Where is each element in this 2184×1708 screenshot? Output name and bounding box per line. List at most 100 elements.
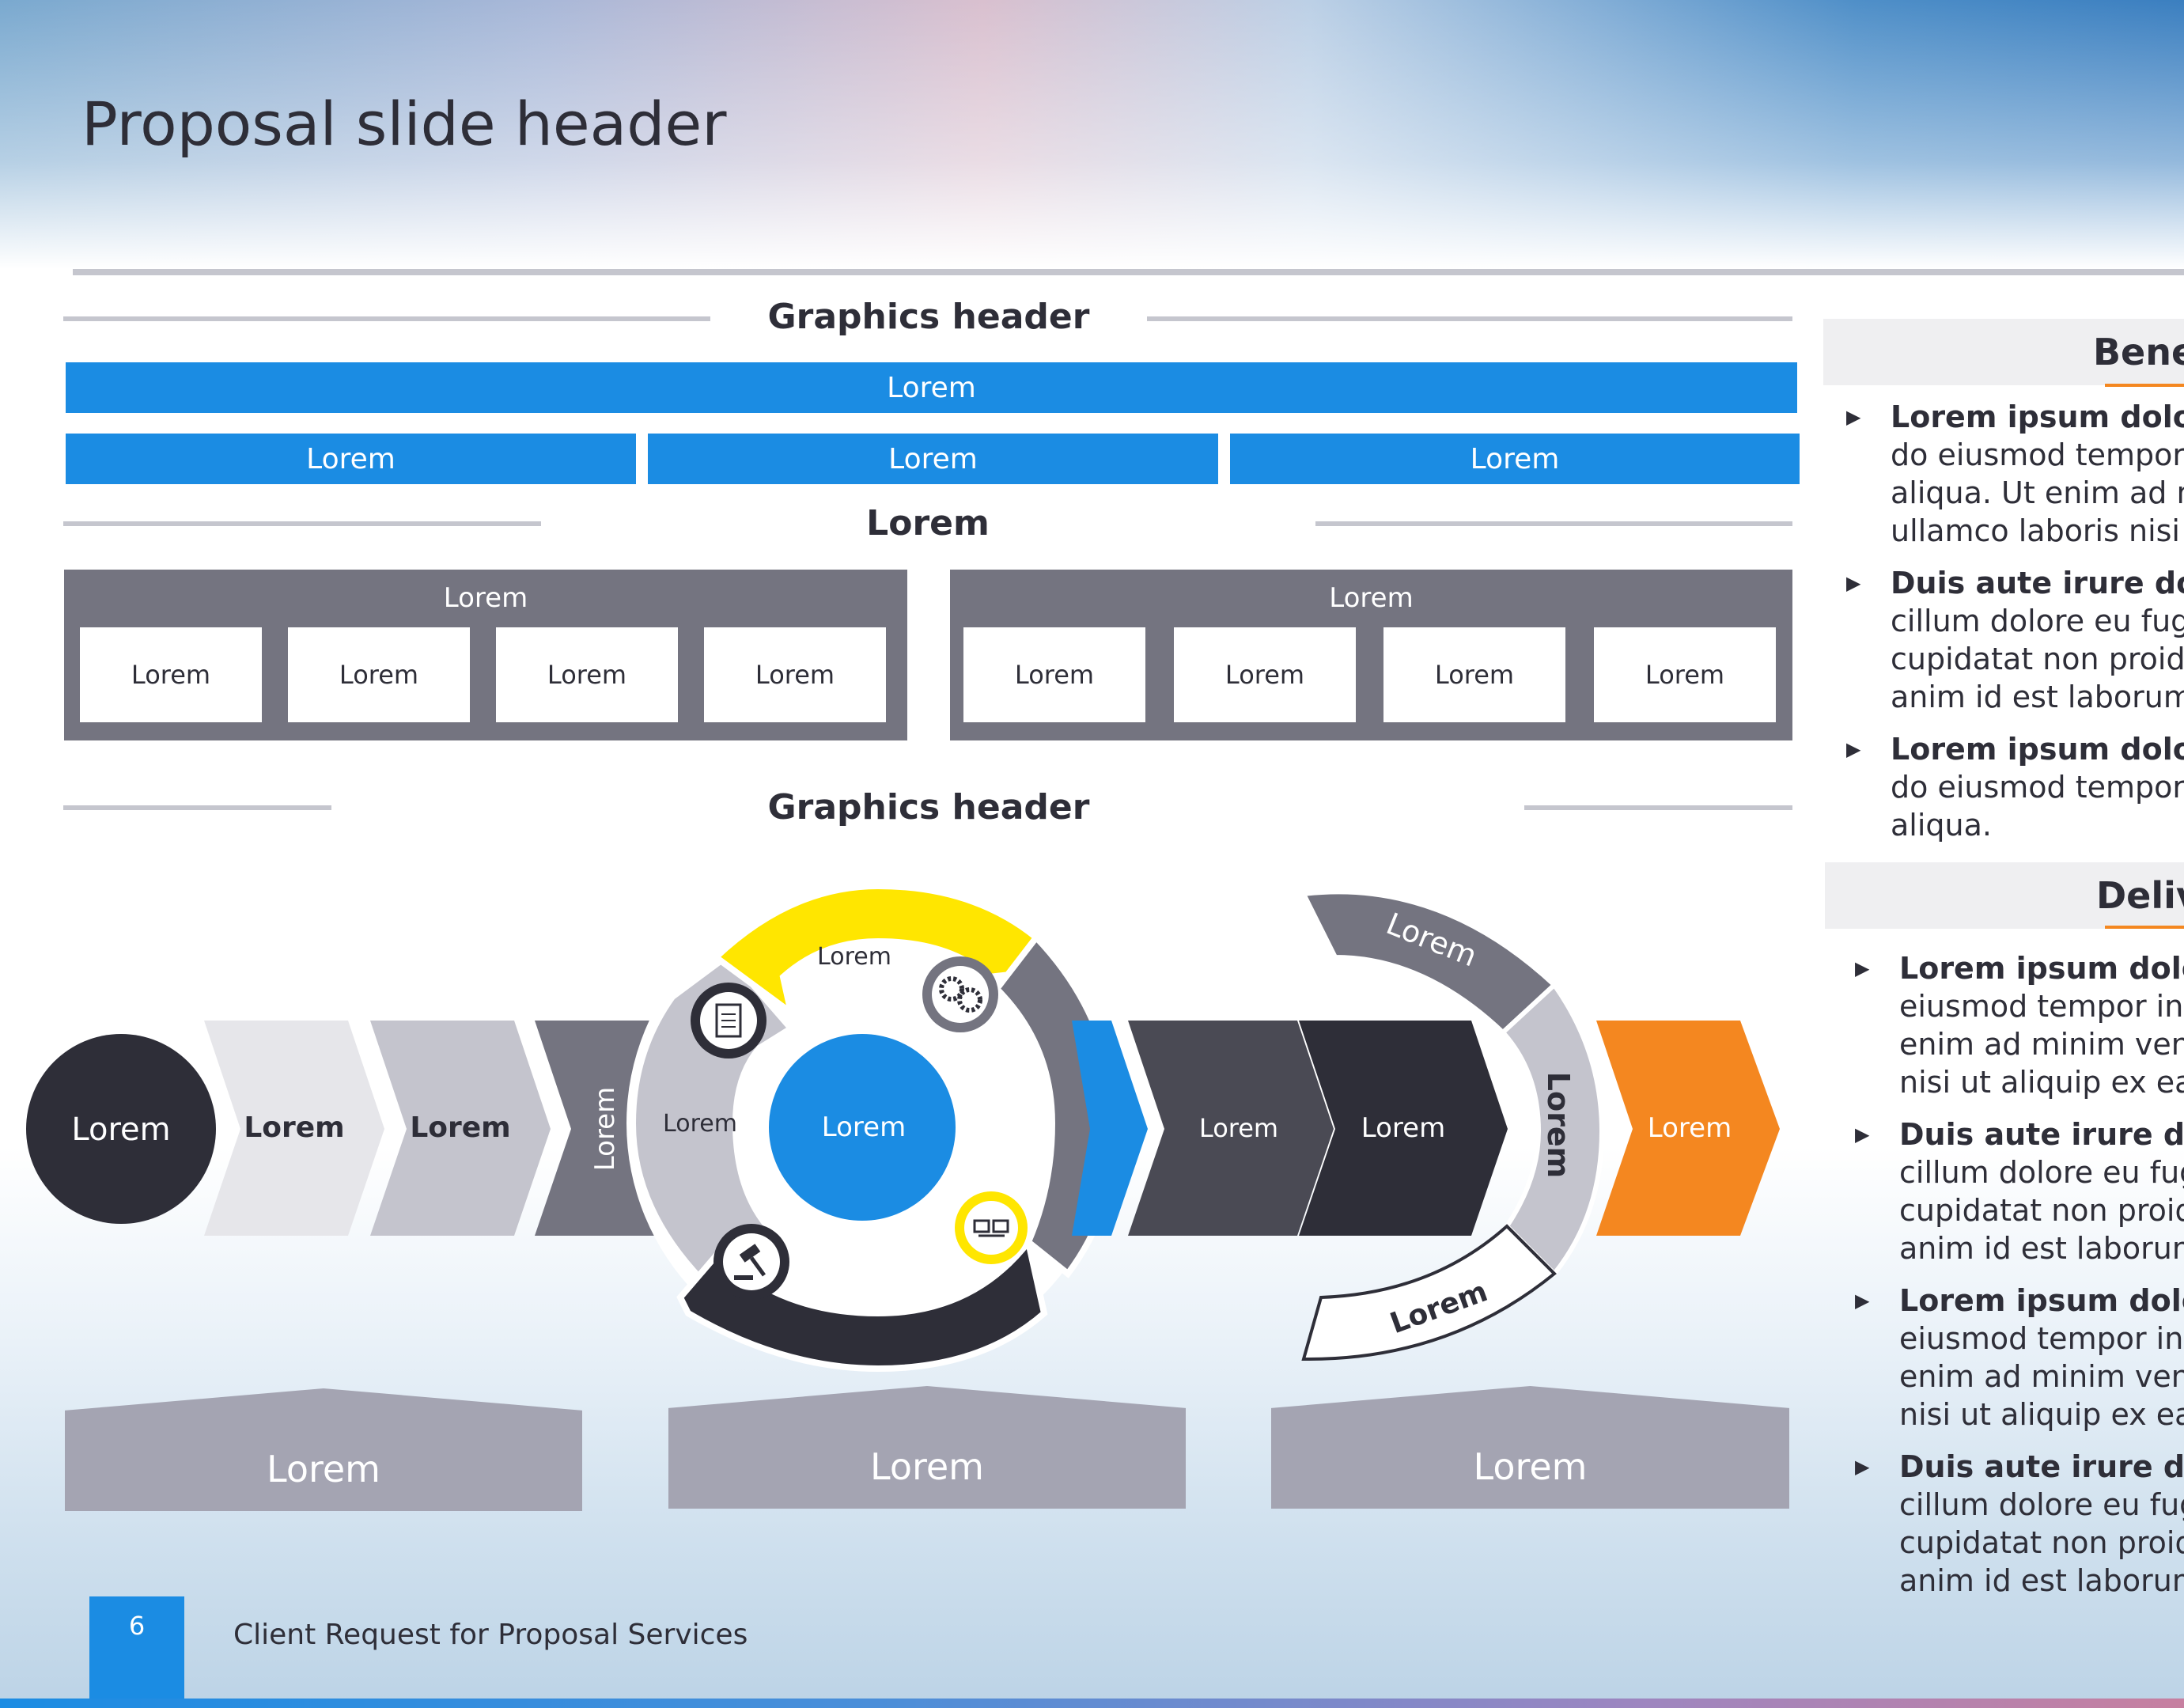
benefit-item-3: ▶ Lorem ipsum dolor s do eiusmod tempor … [1846,730,2184,844]
graphics-header-2: Graphics header [767,787,1090,827]
bullet-arrow-icon: ▶ [1846,738,1861,760]
bullet-line: cillum dolore eu fug [1899,1155,2184,1190]
subheader-rule-right [1315,521,1792,526]
bullet-title: Duis aute irure dolo [1899,1117,2184,1152]
chevron-4-label: Lorem [1199,1113,1278,1143]
bullet-line: do eiusmod tempor i [1891,770,2184,805]
header2-rule-right [1524,805,1792,810]
group2-cell-1: Lorem [963,627,1145,722]
cycle-left-label: Lorem [663,1110,737,1138]
bullet-title: Duis aute irure dolor [1891,566,2184,600]
bullet-line: eiusmod tempor inc [1899,989,2184,1024]
sidebar-underline-deliverables [2105,926,2184,929]
bullet-title: Lorem ipsum dolor s [1891,400,2184,434]
bullet-arrow-icon: ▶ [1846,572,1861,594]
pillar-3: Lorem [1271,1386,1789,1509]
deliverable-item-1: ▶ Lorem ipsum dolor eiusmod tempor inc e… [1855,949,2184,1101]
header-rule-left [63,316,710,321]
chevron-3 [535,1021,657,1236]
sidebar-header-benefits [1823,319,2184,385]
arc-segment-bottom [1301,1224,1557,1361]
group1-cell-2: Lorem [288,627,470,722]
document-icon [691,983,766,1059]
bullet-line: cupidatat non proide [1899,1525,2184,1560]
deliverable-item-2: ▶ Duis aute irure dolo cillum dolore eu … [1855,1115,2184,1267]
chevron-1 [204,1021,384,1236]
bullet-line: cillum dolore eu fug [1899,1487,2184,1522]
header-background [0,0,2184,269]
group-label-2: Lorem [1329,582,1414,614]
sidebar-title-benefits: Benef [2093,331,2184,373]
deliverables-list: ▶ Lorem ipsum dolor eiusmod tempor inc e… [1855,949,2184,1600]
benefit-item-2: ▶ Duis aute irure dolor cillum dolore eu… [1846,564,2184,716]
bullet-line: enim ad minim venia [1899,1027,2184,1062]
bullet-line: anim id est laborum [1899,1231,2184,1266]
group2-cell-3: Lorem [1383,627,1565,722]
bullet-line: cupidatat non proide [1899,1193,2184,1228]
bullet-arrow-icon: ▶ [1855,1290,1870,1312]
sidebar-underline-benefits [2105,384,2184,387]
bullet-line: cupidatat non proide [1891,642,2184,676]
chevron-1-label: Lorem [244,1112,344,1144]
end-chevron-label: Lorem [1648,1112,1732,1144]
bullet-line: anim id est laborum. [1891,680,2184,714]
chevron-5-label: Lorem [1361,1112,1445,1144]
bullet-line: anim id est laborum [1899,1563,2184,1598]
slide-title: Proposal slide header [81,89,727,159]
sidebar-title-deliverables: Deliv [2096,874,2184,917]
bullet-line: do eiusmod tempor i [1891,437,2184,472]
gavel-icon [713,1224,789,1300]
chevron-2 [370,1021,551,1236]
bullet-arrow-icon: ▶ [1855,1456,1870,1478]
bar-1: Lorem [66,434,636,484]
chevron-3-label: Lorem [589,1087,621,1171]
start-circle-label: Lorem [71,1112,170,1148]
bullet-line: nisi ut aliquip ex ea [1899,1065,2184,1100]
graphics-header-1: Graphics header [767,297,1090,337]
chevron-5 [1299,1021,1508,1236]
bullet-line: ullamco laboris nisi u [1891,513,2184,548]
header-rule-right [1147,316,1792,321]
footer-text: Client Request for Proposal Services [233,1619,748,1651]
footer-accent-line [0,1699,2184,1708]
bullet-title: Lorem ipsum dolor s [1891,732,2184,767]
cycle-center [763,1028,962,1227]
page-number: 6 [89,1596,184,1708]
bullet-title: Lorem ipsum dolor [1899,1283,2184,1318]
bullet-line: cillum dolore eu fugia [1891,604,2184,638]
group-label-1: Lorem [443,582,528,614]
bullet-title: Duis aute irure dolo [1899,1449,2184,1484]
bullet-line: aliqua. [1891,808,1992,843]
bullet-line: enim ad minim venia [1899,1359,2184,1394]
chevron-2-label: Lorem [410,1112,510,1144]
sidebar-header-deliverables [1825,862,2184,929]
gears-icon [922,956,998,1032]
deliverable-item-4: ▶ Duis aute irure dolo cillum dolore eu … [1855,1448,2184,1600]
benefit-item-1: ▶ Lorem ipsum dolor s do eiusmod tempor … [1846,398,2184,550]
bullet-title: Lorem ipsum dolor [1899,951,2184,986]
bar-3: Lorem [1230,434,1800,484]
bullet-line: aliqua. Ut enim ad m [1891,475,2184,510]
pillar-2: Lorem [668,1386,1186,1509]
bullet-arrow-icon: ▶ [1855,1123,1870,1146]
benefits-list: ▶ Lorem ipsum dolor s do eiusmod tempor … [1846,398,2184,844]
cycle-right-label: Lorem [982,1118,1057,1146]
bullet-arrow-icon: ▶ [1846,406,1861,428]
group2-cell-4: Lorem [1594,627,1776,722]
start-circle [26,1034,216,1224]
bar-2: Lorem [648,434,1218,484]
pillar-1: Lorem [65,1388,582,1511]
arc-segment-top [1300,889,1558,1036]
end-chevron [1596,1021,1780,1236]
cycle-top-label: Lorem [817,943,891,971]
connector-chevron [1072,1021,1148,1236]
subheader: Lorem [866,503,990,543]
bullet-arrow-icon: ▶ [1855,957,1870,979]
full-width-bar: Lorem [66,362,1797,413]
deliverable-item-3: ▶ Lorem ipsum dolor eiusmod tempor inc e… [1855,1282,2184,1433]
group1-cell-3: Lorem [496,627,678,722]
monitors-icon [955,1191,1028,1264]
arc-right-label: Lorem [1541,1072,1576,1178]
bullet-line: eiusmod tempor inc [1899,1321,2184,1356]
cycle-center-label: Lorem [822,1112,906,1143]
